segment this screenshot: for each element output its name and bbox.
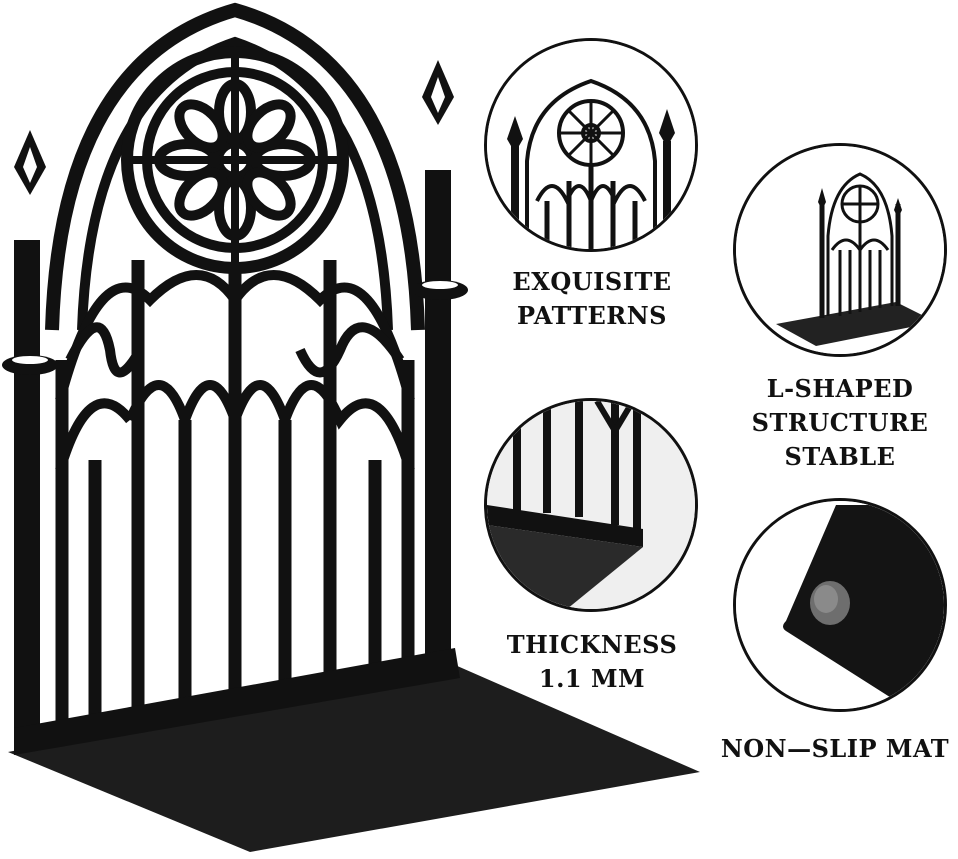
thickness-closeup-circle — [484, 398, 698, 612]
l-shaped-bookend-circle — [733, 143, 947, 357]
feature-caption-thickness: THICKNESS 1.1 MM — [506, 630, 678, 693]
non-slip-pad-icon — [736, 501, 944, 709]
bookend-base-plate — [8, 665, 700, 852]
right-pillar — [412, 60, 468, 670]
feature-caption-non-slip: NON—SLIP MAT — [720, 734, 950, 763]
gothic-pattern-closeup-icon — [487, 41, 695, 249]
feature-caption-patterns: EXQUISITE PATTERNS — [512, 267, 672, 330]
feature-caption-structure: L-SHAPED STRUCTURE STABLE — [751, 374, 929, 471]
rose-window — [121, 46, 349, 274]
thickness-closeup-icon — [487, 401, 695, 609]
l-shaped-bookend-icon — [736, 146, 944, 354]
gothic-bookend-illustration — [2, 2, 700, 852]
left-pillar — [2, 130, 58, 740]
non-slip-pad-circle — [733, 498, 947, 712]
gothic-pattern-closeup-circle — [484, 38, 698, 252]
